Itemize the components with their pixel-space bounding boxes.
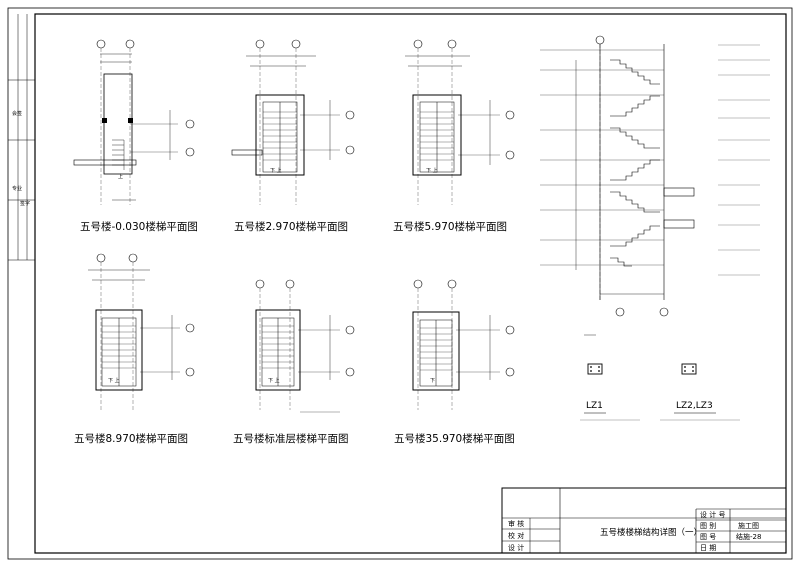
value-drawing-no: 结施-28 xyxy=(736,532,761,541)
plan-2-caption: 五号楼2.970楼梯平面图 xyxy=(234,220,348,233)
left-strip: 会签 专业 签字 xyxy=(8,14,36,261)
value-category: 施工图 xyxy=(738,521,759,530)
role-review: 审 核 xyxy=(508,519,524,528)
stair-plan-6: 下 五号楼35.970楼梯平面图 xyxy=(394,279,515,445)
strip-label-0: 会签 xyxy=(12,110,22,117)
beam-details: LZ1 LZ2,LZ3 xyxy=(580,334,740,421)
drawing-frame xyxy=(34,13,787,554)
field-category: 图 别 xyxy=(700,521,716,530)
field-drawing-no: 图 号 xyxy=(700,533,716,541)
field-date: 日 期 xyxy=(700,544,716,552)
stair-section xyxy=(540,35,770,317)
stair-plan-5: 下 上 五号楼标准层楼梯平面图 xyxy=(233,279,355,445)
plan-5-stair-note: 下 上 xyxy=(268,377,280,384)
role-check: 校 对 xyxy=(508,531,524,540)
beam-lz2-label: LZ2,LZ3 xyxy=(676,401,713,411)
stair-plan-1: 上 五号楼-0.030楼梯平面图 xyxy=(73,39,198,233)
plan-3-stair-note: 下 上 xyxy=(426,167,438,174)
beam-lz1-label: LZ1 xyxy=(586,401,603,411)
stair-plan-4: 下 上 五号楼8.970楼梯平面图 xyxy=(74,253,195,445)
plan-6-stair-note: 下 xyxy=(430,378,435,384)
field-design-no: 设 计 号 xyxy=(700,510,725,519)
role-design: 设 计 xyxy=(508,543,524,552)
title-block: 审 核 校 对 设 计 五号楼楼梯结构详图（一） 设 计 号 图 别 图 号 日… xyxy=(501,487,787,554)
drawing-title: 五号楼楼梯结构详图（一） xyxy=(600,527,702,538)
stair-plan-3: 下 上 五号楼5.970楼梯平面图 xyxy=(393,39,515,233)
strip-label-1: 专业 xyxy=(12,185,22,192)
plan-6-caption: 五号楼35.970楼梯平面图 xyxy=(394,432,515,445)
plan-1-stair-note: 上 xyxy=(118,173,123,180)
plan-3-caption: 五号楼5.970楼梯平面图 xyxy=(393,220,507,233)
strip-label-2: 签字 xyxy=(20,200,30,207)
sheet-border xyxy=(7,7,793,560)
stair-plan-2: 下 上 五号楼2.970楼梯平面图 xyxy=(231,39,355,233)
plan-5-caption: 五号楼标准层楼梯平面图 xyxy=(233,432,349,445)
plan-4-caption: 五号楼8.970楼梯平面图 xyxy=(74,432,188,445)
plan-1-caption: 五号楼-0.030楼梯平面图 xyxy=(80,220,198,233)
plan-4-stair-note: 下 上 xyxy=(108,377,120,384)
plan-2-stair-note: 下 上 xyxy=(270,167,282,174)
